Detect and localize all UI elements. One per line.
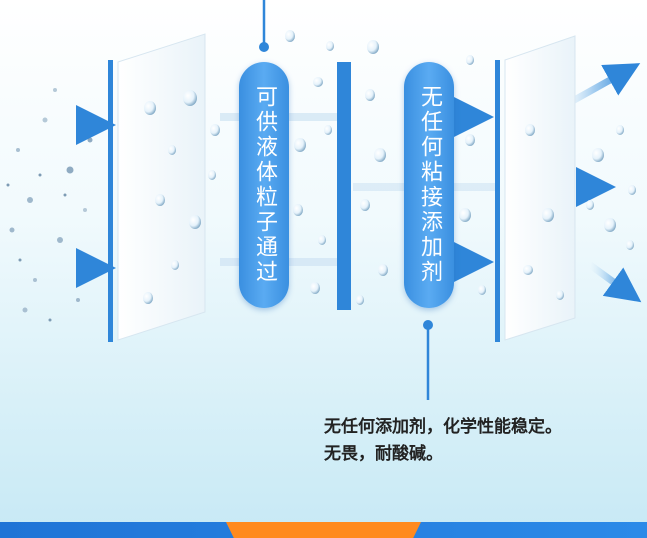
water-splash bbox=[6, 88, 97, 322]
label-pill-liquid-pass: 可供液体粒子通过 bbox=[239, 62, 289, 308]
filter-membrane-middle bbox=[337, 62, 351, 310]
description-line-1: 无任何添加剂，化学性能稳定。 bbox=[324, 417, 562, 437]
label-pill-liquid-pass-text: 可供液体粒子通过 bbox=[252, 85, 277, 285]
label-pill-no-binder: 无任何粘接添加剂 bbox=[404, 62, 454, 308]
connector-top bbox=[259, 0, 269, 52]
filter-panel-right bbox=[495, 35, 576, 342]
description-line-2: 无畏，耐酸碱。 bbox=[324, 444, 443, 464]
description-text: 无任何添加剂，化学性能稳定。 无畏，耐酸碱。 bbox=[324, 414, 634, 468]
label-pill-no-binder-text: 无任何粘接添加剂 bbox=[417, 85, 442, 285]
filter-panel-left bbox=[108, 33, 206, 342]
water-droplets bbox=[143, 30, 636, 305]
bottom-tab bbox=[226, 522, 421, 538]
connector-bottom bbox=[423, 320, 433, 400]
